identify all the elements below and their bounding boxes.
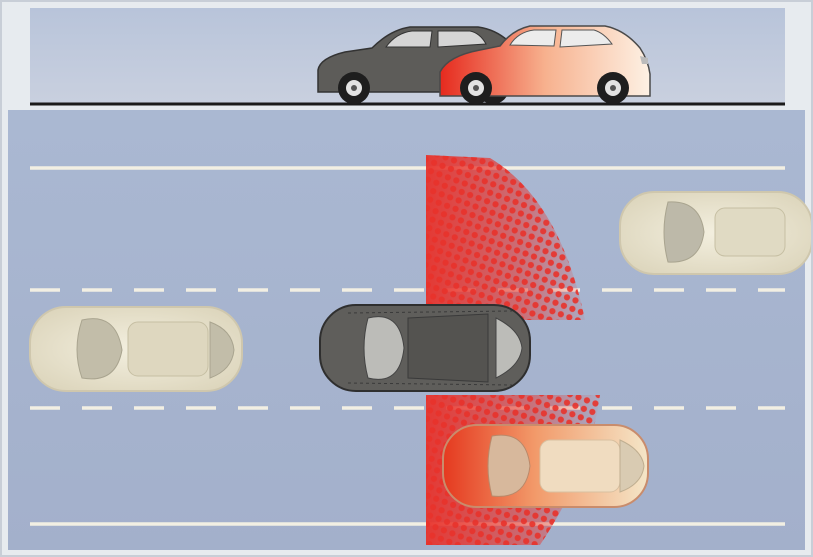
ego-car [320,305,530,391]
left-car [30,307,242,391]
side-view-panel [30,8,785,104]
upper-right-car [620,192,812,274]
blind-spot-car [443,425,648,507]
